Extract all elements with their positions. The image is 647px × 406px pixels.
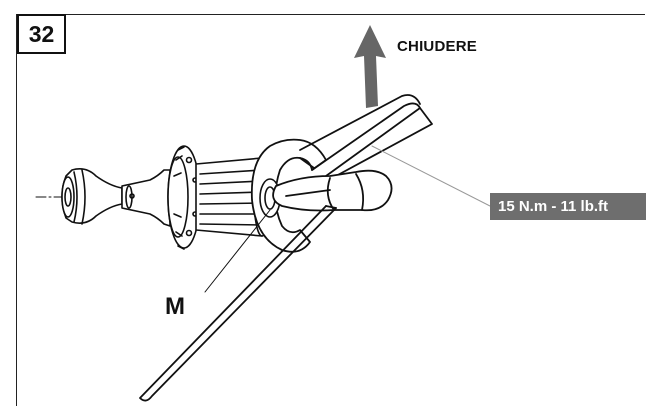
hub-body [121, 169, 171, 227]
arrow-up-icon [354, 25, 386, 108]
step-number: 32 [28, 20, 55, 47]
torque-spec-badge: 15 N.m - 11 lb.ft [490, 193, 616, 220]
figure-frame [16, 14, 645, 406]
hex-key [139, 169, 393, 402]
part-label-m: M [165, 293, 185, 320]
step-number-box: 32 [17, 14, 66, 54]
torque-badge-bg [490, 193, 646, 220]
torque-spec: 15 N.m - 11 lb.ft [498, 198, 609, 215]
action-label: CHIUDERE [397, 38, 477, 55]
torque-leader [371, 145, 491, 207]
disc-flange [167, 145, 201, 250]
end-cap [61, 168, 123, 225]
part-leader [204, 209, 271, 293]
